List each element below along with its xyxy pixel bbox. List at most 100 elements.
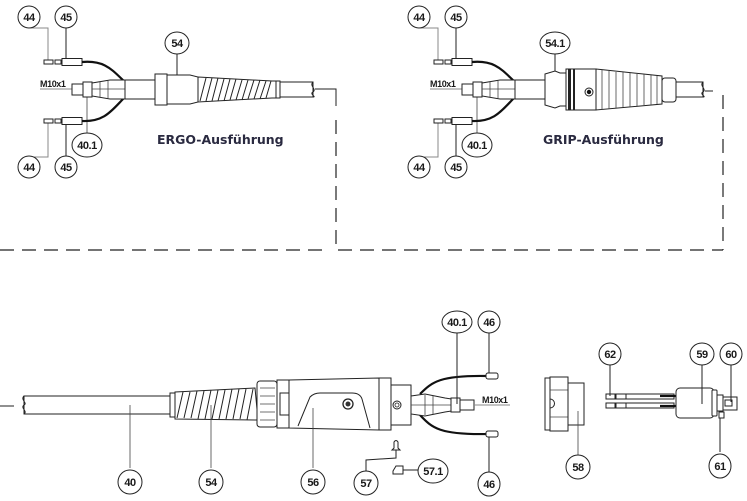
terminal-crimp-bottom	[444, 118, 452, 124]
wire-top	[471, 60, 516, 83]
connector-tip	[461, 83, 475, 96]
svg-text:61: 61	[714, 461, 726, 473]
part-57	[390, 440, 402, 451]
handle-button-center	[345, 401, 351, 407]
spiral-ridges	[199, 77, 272, 102]
svg-text:44: 44	[23, 12, 36, 24]
end-screw-head	[394, 402, 400, 408]
grip-bellows	[595, 68, 663, 111]
part-57-1	[392, 465, 404, 475]
terminal-45-bottom	[61, 117, 83, 125]
thread-label: M10x1	[482, 395, 508, 405]
svg-text:45: 45	[450, 162, 462, 174]
cable-break-icon	[22, 395, 26, 415]
part-59	[675, 387, 715, 419]
connector-nut	[450, 397, 461, 413]
cable-40	[23, 395, 171, 415]
callout-40-1: 40.1	[71, 132, 103, 158]
svg-text:54.1: 54.1	[545, 38, 565, 50]
sleeve-body	[567, 382, 585, 426]
svg-text:45: 45	[450, 12, 462, 24]
grip-ring-dark-2	[573, 69, 575, 110]
svg-text:57.1: 57.1	[423, 466, 443, 478]
connector-tip	[71, 83, 85, 96]
terminal-46-top	[485, 372, 499, 380]
spiral-end-ring	[169, 392, 176, 418]
cable-segment-front	[514, 79, 546, 100]
callout-58: 58	[565, 454, 591, 480]
svg-text:45: 45	[60, 162, 72, 174]
grip-ring-dark-1	[568, 69, 571, 110]
callout-40: 40	[117, 469, 143, 495]
link-line-top-left	[315, 88, 337, 106]
cable-segment-front	[124, 79, 156, 100]
terminal-45-top	[61, 58, 83, 66]
grip-collar	[544, 70, 567, 109]
callout-45-top: 45	[444, 5, 468, 29]
callout-62: 62	[598, 342, 622, 366]
svg-text:57: 57	[360, 478, 372, 490]
handle-rear-cap	[378, 377, 392, 431]
cable-segment-rear	[675, 81, 704, 98]
wire-top	[81, 60, 126, 83]
svg-text:40.1: 40.1	[77, 140, 97, 152]
callout-45-top: 45	[54, 5, 78, 29]
svg-text:44: 44	[413, 12, 426, 24]
thread-label: M10x1	[430, 79, 456, 89]
svg-text:40.1: 40.1	[447, 317, 467, 329]
leader-44-top	[30, 27, 49, 62]
terminal-44-bottom	[43, 118, 54, 124]
part-58	[549, 376, 569, 432]
part-61	[718, 411, 725, 419]
callout-60: 60	[719, 342, 743, 366]
callout-44-bottom: 44	[17, 155, 41, 179]
cable-break-icon	[701, 81, 705, 98]
leader-44-bottom	[420, 122, 439, 158]
terminal-crimp-bottom	[615, 402, 627, 409]
spiral-ridges	[176, 388, 254, 421]
terminal-44-top	[433, 59, 444, 65]
main-assembly: M10x1	[0, 310, 743, 497]
cable-break-icon	[311, 81, 315, 98]
callout-57-1: 57.1	[417, 458, 449, 484]
callout-54-1: 54.1	[539, 31, 571, 55]
callout-61: 61	[708, 453, 732, 479]
terminal-44-top	[43, 59, 54, 65]
callout-45-bottom: 45	[444, 155, 468, 179]
connector-tip	[459, 399, 475, 411]
svg-text:46: 46	[483, 479, 495, 491]
terminal-crimp-bottom	[54, 118, 62, 124]
cable-segment-rear	[279, 81, 314, 98]
grip-screw-head	[586, 89, 592, 95]
callout-40-1: 40.1	[441, 310, 473, 334]
connector-nut	[82, 81, 93, 98]
sleeve-notch	[549, 398, 555, 409]
terminal-62-bottom	[605, 402, 616, 409]
grip-bellows-end	[661, 77, 677, 103]
callout-44-top: 44	[17, 5, 41, 29]
terminal-crimp-top	[444, 59, 452, 65]
callout-45-bottom: 45	[54, 155, 78, 179]
terminal-crimp-top	[54, 59, 62, 65]
grip-variant: 44 45 54.1 44 45 40.1 M10x1 GRIP-Ausführ…	[338, 5, 724, 251]
part-59-flange	[711, 389, 718, 417]
callout-54: 54	[198, 469, 224, 495]
handle-end-ring	[275, 80, 281, 99]
svg-text:59: 59	[696, 349, 708, 361]
callout-54: 54	[164, 31, 190, 55]
part-60-base	[716, 394, 724, 412]
svg-text:45: 45	[60, 12, 72, 24]
callout-56: 56	[300, 469, 326, 495]
nut-ridges	[260, 387, 275, 421]
svg-text:60: 60	[725, 349, 737, 361]
svg-text:58: 58	[572, 462, 584, 474]
svg-text:44: 44	[413, 162, 426, 174]
bellows-ridges	[601, 70, 658, 110]
svg-text:40: 40	[124, 477, 136, 489]
callout-44-top: 44	[407, 5, 431, 29]
wire-bottom	[81, 96, 126, 123]
connector-body	[91, 79, 126, 100]
handle-sleeve	[166, 74, 199, 105]
callout-46-top: 46	[477, 310, 501, 334]
